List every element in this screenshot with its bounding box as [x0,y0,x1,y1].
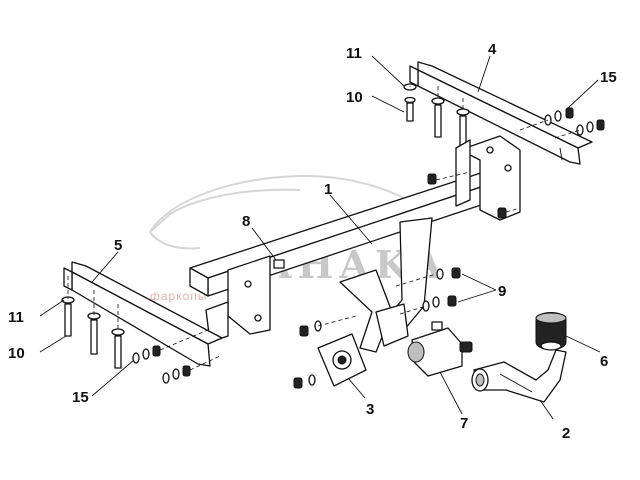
bolt-set-lower-left [61,276,125,369]
callout-3: 3 [366,401,374,418]
nut-set-right [519,107,605,139]
callouts: 1 2 3 4 5 6 7 8 9 10 10 11 11 15 15 [8,41,617,442]
callout-9: 9 [498,283,506,300]
callout-2: 2 [562,425,570,442]
part-3-socket-plate [293,315,367,389]
nut-set-left [132,329,221,384]
bolt-set-upper-right [403,72,470,147]
callout-8: 8 [242,213,250,230]
callout-15-right: 15 [600,69,617,86]
part-6-ball-cap [535,312,567,351]
callout-5: 5 [114,237,122,254]
watermark-subtitle: фаркопы [150,289,207,303]
part-7-electrical-socket [407,321,473,377]
callout-10-lower: 10 [8,345,25,362]
callout-4: 4 [488,41,497,58]
callout-7: 7 [460,415,468,432]
part-5-left-bracket [63,261,223,367]
callout-10-upper: 10 [346,89,363,106]
part-2-tow-ball-neck [471,349,567,403]
bolt-set-9 [395,267,461,315]
part-1-main-beam [189,135,521,353]
bolt-set-8 [273,171,521,269]
callout-6: 6 [600,353,608,370]
callout-11-lower: 11 [8,309,24,326]
callout-15-left: 15 [72,389,89,406]
callout-1: 1 [324,181,332,198]
leader-lines [39,55,601,420]
callout-11-upper: 11 [346,45,362,62]
